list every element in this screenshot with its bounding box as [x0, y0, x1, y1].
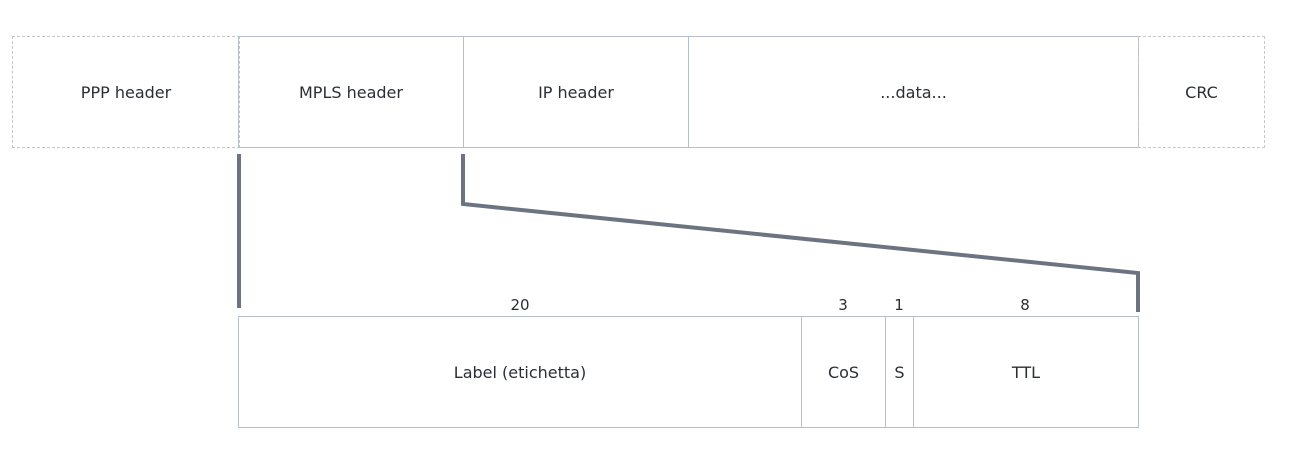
- cos-field-cell: CoS: [801, 316, 886, 428]
- label-field-cell: Label (etichetta): [238, 316, 802, 428]
- ttl-bits: 8: [1020, 296, 1030, 314]
- mpls-header-label: MPLS header: [299, 82, 403, 102]
- crc-label: CRC: [1185, 82, 1218, 102]
- s-bits: 1: [894, 296, 904, 314]
- ppp-header-label: PPP header: [80, 82, 172, 102]
- crc-cell: CRC: [1138, 36, 1265, 148]
- label-bits: 20: [510, 296, 530, 314]
- cos-field-label: CoS: [827, 362, 860, 382]
- s-field-label: S: [894, 362, 905, 382]
- ppp-header-cell: PPP header: [12, 36, 240, 148]
- s-field-cell: S: [885, 316, 914, 428]
- cos-bits: 3: [838, 296, 848, 314]
- ttl-field-label: TTL: [1011, 362, 1041, 382]
- connector-right-line: [461, 154, 1140, 312]
- label-field-label: Label (etichetta): [453, 362, 587, 382]
- ip-header-label: IP header: [538, 82, 614, 102]
- ttl-field-cell: TTL: [913, 316, 1139, 428]
- data-label: ...data...: [880, 82, 947, 102]
